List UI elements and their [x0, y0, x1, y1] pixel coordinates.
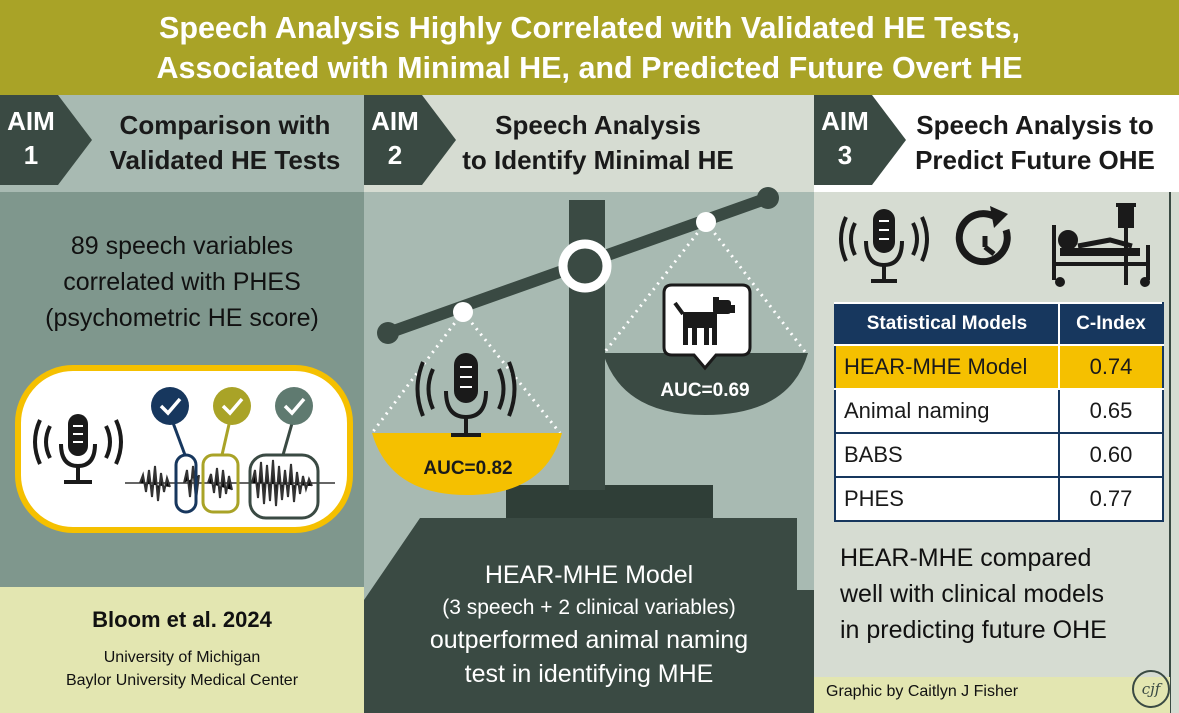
table-header-cindex: C-Index: [1058, 302, 1164, 346]
institution-2: Baylor University Medical Center: [65, 672, 299, 689]
waveform-icon: [125, 459, 335, 507]
aim2-tab-number: 2: [387, 140, 403, 170]
aim2-summary-line-1: HEAR-MHE Model: [484, 561, 694, 589]
aim2-tab-shape: [364, 95, 456, 185]
table-row: BABS 0.60: [834, 432, 1164, 478]
citation: Bloom et al. 2024: [92, 607, 272, 632]
aim3-tab-label: AIM: [821, 106, 869, 136]
table-header-model: Statistical Models: [834, 302, 1060, 346]
aim1-summary-line-1: 89 speech variables: [70, 232, 294, 260]
credit-bar: [814, 677, 1170, 713]
aim1-heading: Comparison with Validated HE Tests: [80, 108, 370, 178]
table-cell-cindex: 0.77: [1058, 476, 1164, 522]
microphone-icon: [839, 209, 929, 283]
aim1-summary: 89 speech variables correlated with PHES…: [0, 228, 364, 336]
title-line-1: Speech Analysis Highly Correlated with V…: [158, 10, 1021, 45]
aim3-tab-shape: [814, 95, 906, 185]
aim1-tab-label: AIM: [7, 106, 55, 136]
microphone-icon: [415, 353, 517, 437]
aim3-summary-line-2: well with clinical models: [840, 580, 1104, 608]
table-cell-model: BABS: [834, 432, 1060, 478]
table-row: Animal naming 0.65: [834, 388, 1164, 434]
clock-forward-icon: [955, 206, 1011, 266]
table-cell-model: Animal naming: [834, 388, 1060, 434]
aim1-tab-number: 1: [23, 140, 39, 170]
panels-graphic: [0, 95, 1179, 713]
aim1-summary-line-2: correlated with PHES: [63, 268, 301, 296]
table-row: HEAR-MHE Model 0.74: [834, 344, 1164, 390]
balance-scale-icon: [364, 187, 814, 713]
table-cell-cindex: 0.65: [1058, 388, 1164, 434]
table-row: PHES 0.77: [834, 476, 1164, 522]
aim1-tab-shape: [0, 95, 92, 185]
citation-block: Bloom et al. 2024 University of Michigan…: [0, 604, 364, 692]
aim2-tab: AIM 2: [366, 104, 424, 172]
aim3-heading-line-1: Speech Analysis to: [916, 110, 1154, 140]
table-cell-model: HEAR-MHE Model: [834, 344, 1060, 390]
microphone-icon: [33, 414, 123, 484]
cindex-table-wrap: Statistical Models C-Index HEAR-MHE Mode…: [834, 302, 1164, 522]
aim2-heading-line-2: to Identify Minimal HE: [462, 145, 734, 175]
aim2-heading-line-1: Speech Analysis: [495, 110, 701, 140]
check-icon: [275, 387, 313, 425]
title-banner: Speech Analysis Highly Correlated with V…: [0, 0, 1179, 95]
aim1-heading-line-1: Comparison with: [119, 110, 331, 140]
aim2-summary-line-3: outperformed animal naming: [429, 626, 749, 654]
credit-text: Graphic by Caitlyn J Fisher: [826, 683, 1019, 700]
table-cell-cindex: 0.74: [1058, 344, 1164, 390]
hospital-bed-icon: [1052, 203, 1150, 287]
aim3-summary: HEAR-MHE compared well with clinical mod…: [840, 540, 1170, 648]
cindex-table: Statistical Models C-Index HEAR-MHE Mode…: [834, 302, 1164, 522]
aim2-right-pan-label: AUC=0.69: [660, 380, 750, 401]
aim3-summary-line-1: HEAR-MHE compared: [840, 544, 1092, 572]
title-line-2: Associated with Minimal HE, and Predicte…: [156, 50, 1023, 85]
aim2-left-pan-label: AUC=0.82: [423, 458, 513, 479]
aim3-heading: Speech Analysis to Predict Future OHE: [890, 108, 1179, 178]
aim2-heading: Speech Analysis to Identify Minimal HE: [438, 108, 758, 178]
institution-1: University of Michigan: [103, 649, 261, 666]
aim2-summary-line-2: (3 speech + 2 clinical variables): [442, 596, 736, 619]
aim3-summary-line-3: in predicting future OHE: [840, 616, 1107, 644]
table-cell-cindex: 0.60: [1058, 432, 1164, 478]
check-icon: [213, 387, 251, 425]
check-icon: [151, 387, 189, 425]
table-cell-model: PHES: [834, 476, 1060, 522]
aim2-summary-line-4: test in identifying MHE: [464, 660, 714, 688]
monogram-logo: cjf: [1132, 670, 1170, 708]
aim1-footer-band: [0, 587, 364, 713]
aim3-tab: AIM 3: [816, 104, 874, 172]
aim2-summary: HEAR-MHE Model (3 speech + 2 clinical va…: [364, 558, 814, 691]
aim1-heading-line-2: Validated HE Tests: [109, 145, 341, 175]
aim3-heading-line-2: Predict Future OHE: [915, 145, 1155, 175]
aim1-tab: AIM 1: [2, 104, 60, 172]
aim2-tab-label: AIM: [371, 106, 419, 136]
dog-icon: [662, 283, 752, 371]
aim1-summary-line-3: (psychometric HE score): [45, 304, 319, 332]
table-header-row: Statistical Models C-Index: [834, 302, 1164, 346]
aim3-tab-number: 3: [837, 140, 853, 170]
